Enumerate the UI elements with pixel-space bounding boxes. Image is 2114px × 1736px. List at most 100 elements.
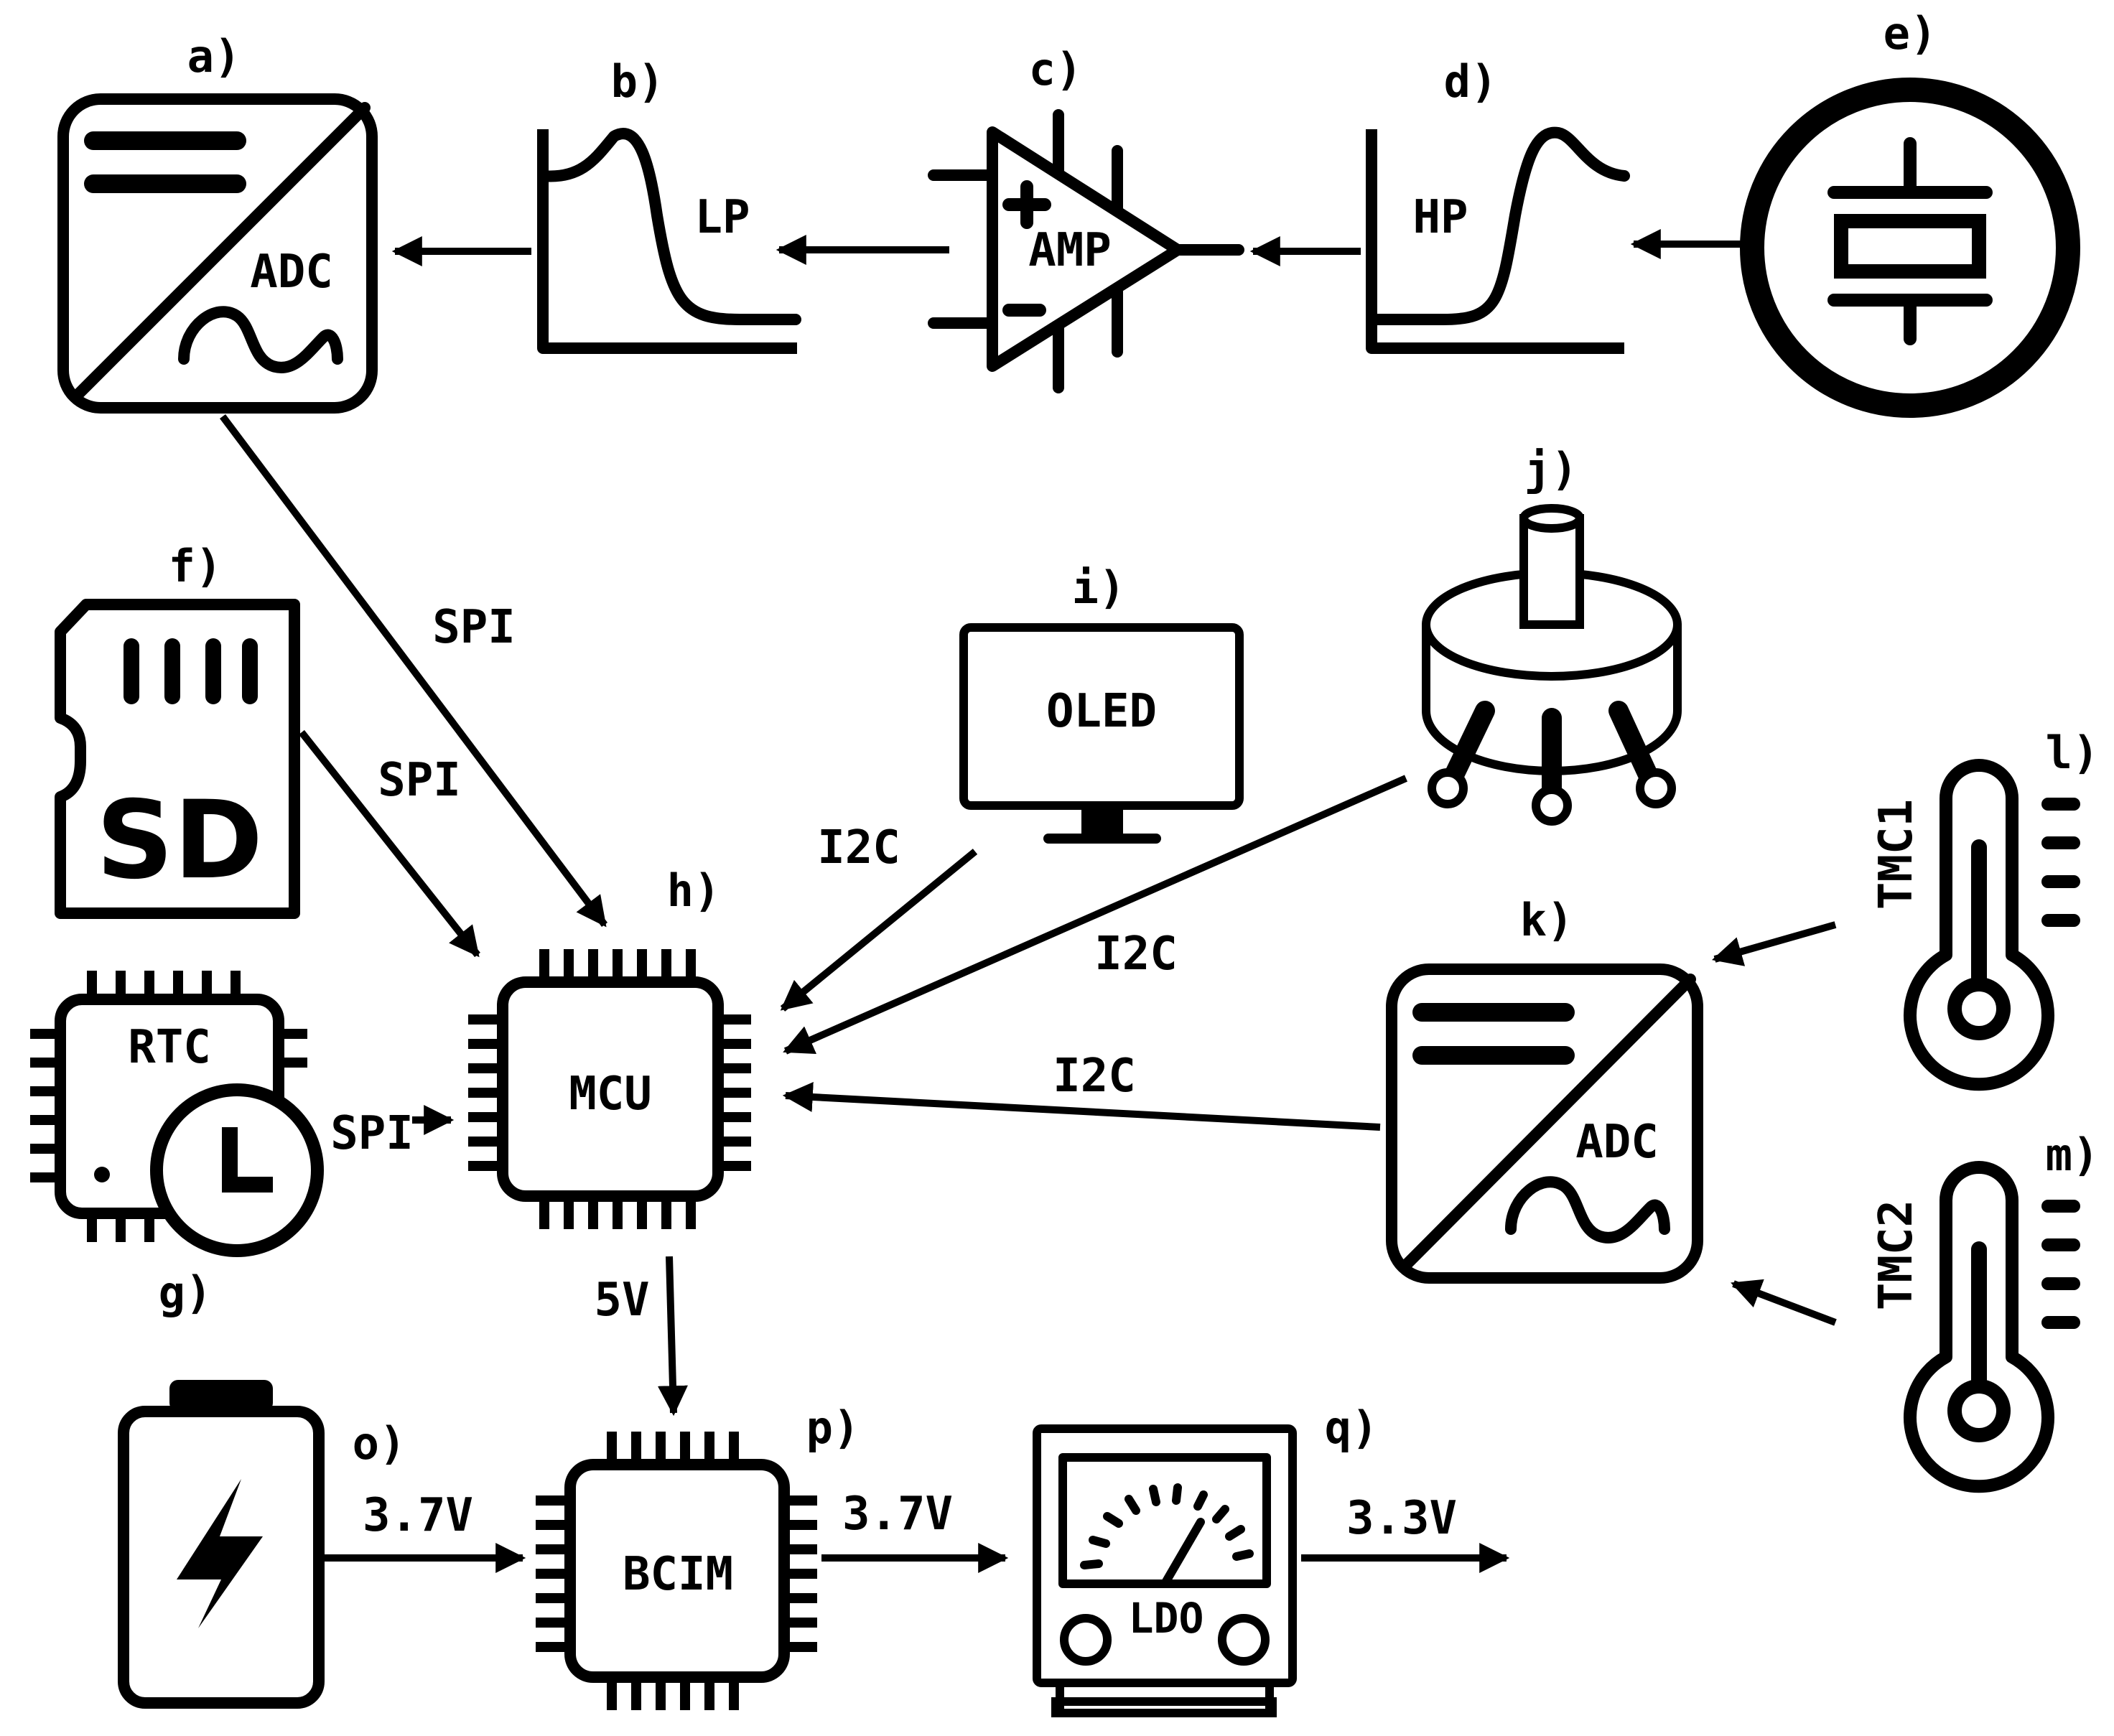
- battery-bcim-voltage-label: 3.7V: [363, 1489, 473, 1542]
- ldo-knob-right: [1218, 1614, 1270, 1666]
- adc-right-mcu-bus-label: I2C: [1053, 1050, 1136, 1103]
- highpass-curve-icon: [1366, 126, 1630, 325]
- ldo-knob-left: [1060, 1614, 1112, 1666]
- amp-letter: c): [1029, 43, 1083, 95]
- pot-pad-left: [1428, 768, 1468, 808]
- battery-block: o): [118, 1380, 406, 1709]
- bcim-letter: p): [806, 1401, 860, 1454]
- mcu-bcim-supply-label: 5V: [594, 1274, 649, 1327]
- oled-mcu-bus-label: I2C: [817, 821, 900, 874]
- amp-label: AMP: [1028, 224, 1112, 277]
- lowpass-axes: [537, 129, 797, 354]
- tmc2-label: TMC2: [1870, 1200, 1923, 1310]
- rtc-mcu-bus-label: SPI: [330, 1107, 414, 1160]
- arrow-oled-to-mcu: [780, 849, 978, 1012]
- tmc1-label: TMC1: [1870, 799, 1923, 910]
- clock-hands: [222, 1127, 273, 1193]
- crystal-block: e): [1740, 7, 2080, 418]
- meter-scale: [1080, 1483, 1254, 1569]
- pot-mcu-bus-label: I2C: [1094, 928, 1178, 981]
- adc-right-block: k) ADC: [1386, 894, 1703, 1284]
- amp-triangle-icon: [987, 126, 1183, 372]
- lowpass-filter-block: b) LP: [537, 55, 801, 354]
- sd-label: SD: [96, 778, 264, 903]
- pot-pad-mid: [1532, 785, 1572, 826]
- pot-knob-top: [1519, 504, 1584, 533]
- crystal-letter: e): [1883, 7, 1937, 60]
- tmc2-letter: m): [2046, 1129, 2100, 1181]
- pot-pad-right: [1636, 768, 1676, 808]
- rtc-block: RTC g): [30, 971, 324, 1319]
- adc-right-sine-icon: [1505, 1176, 1670, 1243]
- adc-right-letter: k): [1520, 894, 1574, 946]
- adc-right-diagonal: [1399, 974, 1696, 1272]
- tmc1-block: l) TMC1: [1870, 727, 2100, 1091]
- bcim-chip-outline: [564, 1459, 790, 1683]
- lightning-icon: [177, 1479, 263, 1628]
- arrow-adc-to-mcu: [220, 414, 607, 928]
- adc-right-outline: [1386, 963, 1703, 1284]
- sd-card-outline: [55, 599, 300, 919]
- tmc1-letter: l): [2046, 727, 2100, 779]
- adc-top-block: a) ADC: [57, 30, 378, 414]
- amp-block: c) AMP: [928, 43, 1244, 393]
- arrow-pot-to-mcu: [783, 775, 1408, 1055]
- crystal-ring: [1740, 78, 2080, 418]
- lowpass-curve-icon: [537, 128, 801, 325]
- battery-terminal: [169, 1380, 273, 1411]
- adc-top-letter: a): [187, 30, 241, 83]
- pot-leg-right: [1608, 701, 1662, 793]
- arrow-sd-to-mcu: [299, 729, 480, 958]
- mcu-letter: h): [667, 864, 721, 917]
- arrow-tmc2-to-adc: [1731, 1279, 1837, 1326]
- lowpass-letter: b): [611, 55, 665, 108]
- mcu-block: h): [468, 864, 751, 1229]
- amp-plus-icon: [1002, 180, 1051, 229]
- tmc1-bulb: [1947, 977, 2011, 1040]
- highpass-axes: [1366, 129, 1624, 354]
- pot-letter: j): [1524, 443, 1578, 495]
- tmc2-block: m) TMC2: [1870, 1129, 2100, 1493]
- ldo-foot: [1051, 1697, 1277, 1717]
- adc-top-label: ADC: [250, 246, 333, 299]
- oled-label: OLED: [1046, 685, 1157, 738]
- ldo-block: q) LDO: [1033, 1401, 1379, 1717]
- bcim-label: BCIM: [623, 1548, 733, 1601]
- oled-block: i) OLED: [959, 561, 1244, 844]
- adc-top-outline: [57, 93, 378, 414]
- rtc-label: RTC: [128, 1021, 211, 1074]
- sd-mcu-bus-label: SPI: [378, 754, 461, 807]
- mcu-chip-outline: [497, 976, 724, 1202]
- adc-mcu-bus-label: SPI: [432, 601, 516, 654]
- highpass-filter-block: d) HP: [1366, 55, 1630, 354]
- meter-needle: [1160, 1518, 1205, 1588]
- battery-outline: [118, 1406, 325, 1709]
- tmc2-bulb: [1947, 1379, 2011, 1442]
- highpass-letter: d): [1444, 55, 1498, 108]
- highpass-label: HP: [1412, 191, 1468, 244]
- battery-letter: o): [353, 1417, 406, 1470]
- mcu-label: MCU: [569, 1068, 652, 1121]
- arrow-tmc1-to-adc: [1711, 921, 1837, 966]
- ldo-letter: q): [1325, 1401, 1379, 1454]
- ldo-label: LDO: [1129, 1594, 1204, 1643]
- thermometer-icon: [1904, 759, 2054, 1091]
- lowpass-label: LP: [694, 191, 750, 244]
- arrow-adc-right-to-mcu: [782, 1082, 1381, 1131]
- rtc-pin1-dot: [94, 1167, 110, 1182]
- thermometer-icon: [1904, 1161, 2054, 1493]
- arrow-mcu-to-bcim: [657, 1256, 688, 1417]
- crystal-icon: [1834, 214, 1986, 279]
- adc-top-sine-icon: [178, 306, 343, 373]
- pot-knob-icon: [1519, 514, 1584, 629]
- adc-right-label: ADC: [1575, 1116, 1659, 1169]
- potentiometer-block: j): [1422, 443, 1682, 826]
- rtc-letter: g): [159, 1266, 213, 1319]
- ldo-case-outline: [1033, 1424, 1297, 1687]
- sd-card-block: f) SD: [55, 540, 300, 919]
- ldo-output-voltage-label: 3.3V: [1346, 1492, 1457, 1545]
- sd-letter: f): [169, 540, 223, 592]
- bcim-block: p): [536, 1401, 860, 1710]
- adc-top-diagonal: [70, 102, 371, 402]
